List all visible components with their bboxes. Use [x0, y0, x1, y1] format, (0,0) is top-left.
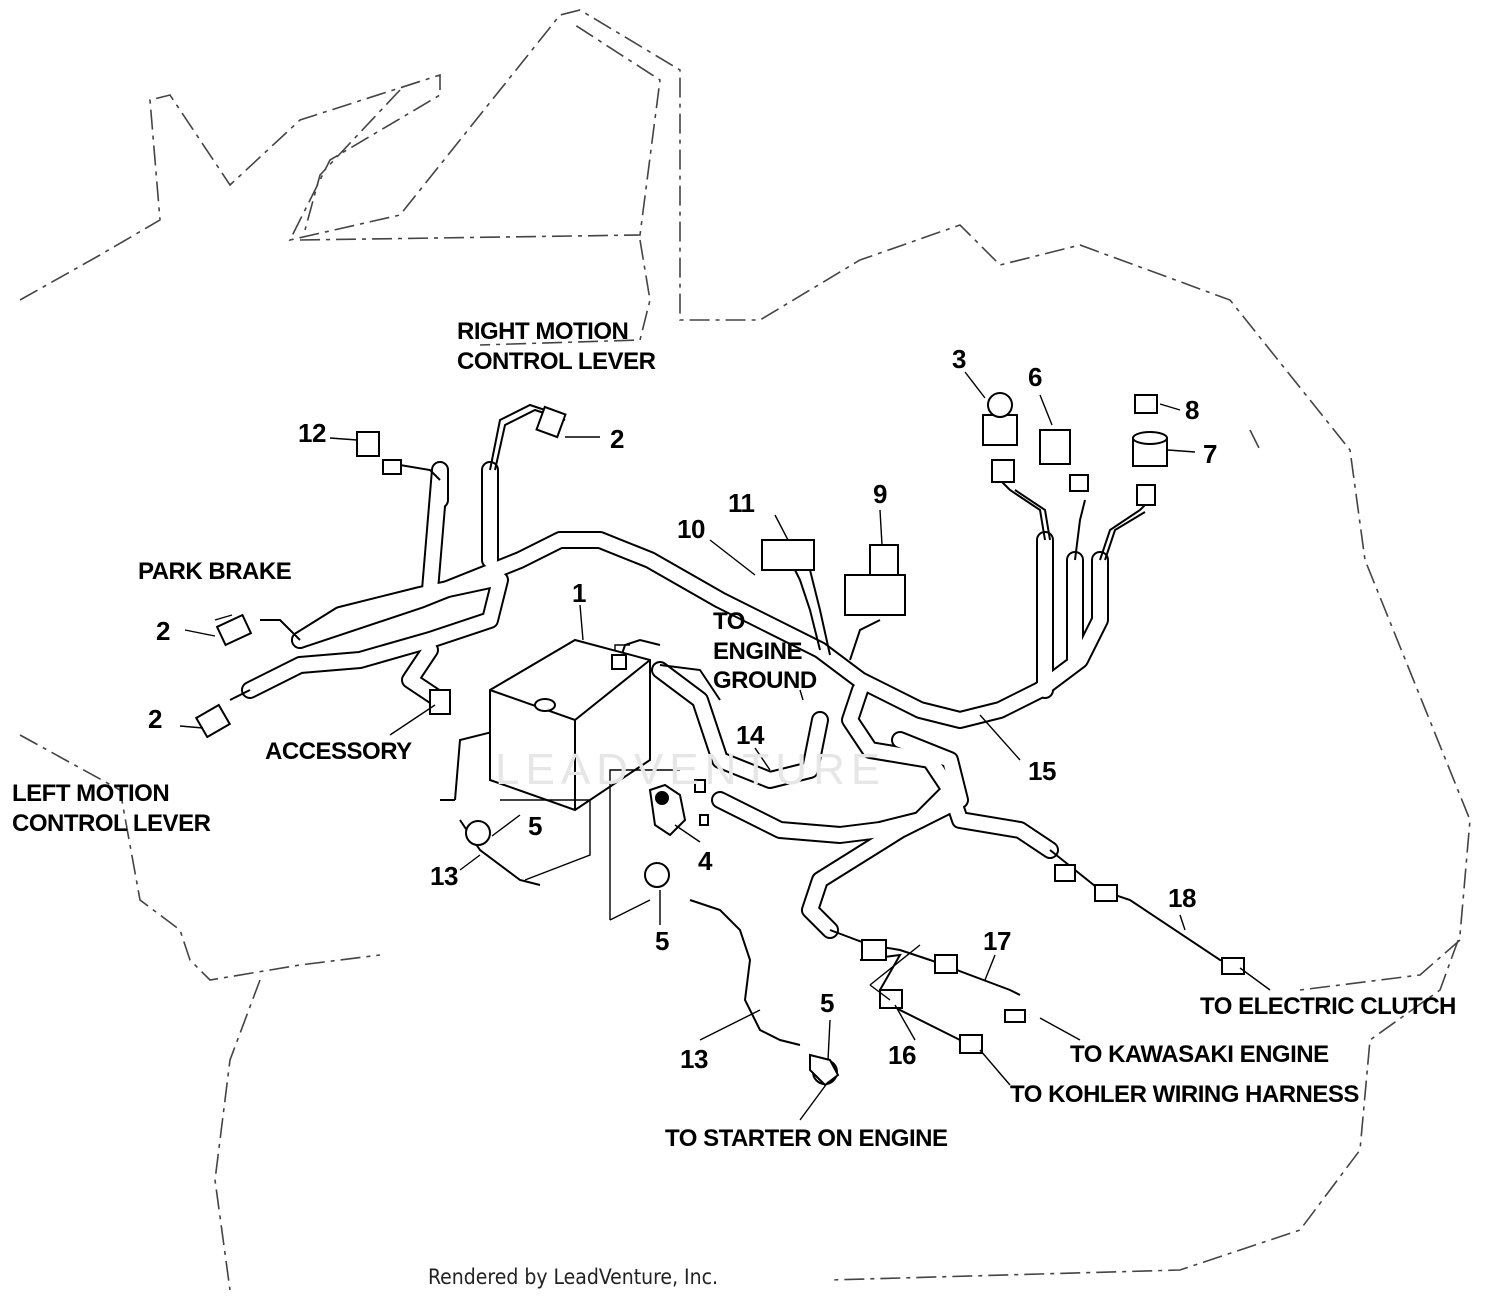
to-electric-clutch-label: TO ELECTRIC CLUTCH [1200, 993, 1456, 1020]
callout-16: 16 [888, 1040, 916, 1070]
callout-11: 11 [728, 488, 755, 518]
callout-5-starter: 5 [820, 988, 834, 1018]
render-credit: Rendered by LeadVenture, Inc. [428, 1265, 718, 1289]
callout-2-park-brake: 2 [156, 616, 170, 646]
callout-7: 7 [1203, 439, 1217, 469]
callout-1: 1 [572, 578, 586, 608]
frame-outline [19, 9, 1471, 1291]
callout-4: 4 [698, 846, 712, 876]
wiring-harness [241, 461, 1109, 939]
accessory-label: ACCESSORY [265, 738, 412, 765]
right-control-lever-label: CONTROL LEVER [457, 348, 656, 375]
watermark: LEADVENTURE [495, 745, 887, 794]
callout-5-battery: 5 [528, 811, 542, 841]
right-motion-label: RIGHT MOTION [457, 318, 629, 345]
leader-lines [179, 371, 1271, 1121]
engine-label: ENGINE [713, 638, 803, 665]
callout-3: 3 [952, 344, 966, 374]
callout-13-battery: 13 [430, 861, 458, 891]
callout-10: 10 [677, 514, 705, 544]
callout-6: 6 [1028, 362, 1042, 392]
connectors [194, 392, 1245, 1087]
callout-2-right-lever: 2 [610, 424, 624, 454]
callout-14: 14 [736, 720, 764, 750]
left-motion-label: LEFT MOTION [12, 780, 170, 807]
callout-18: 18 [1168, 883, 1196, 913]
callout-17: 17 [983, 926, 1011, 956]
ground-label: GROUND [713, 667, 817, 694]
callout-15: 15 [1028, 756, 1056, 786]
callout-12: 12 [298, 418, 326, 448]
to-kohler-wiring-harness-label: TO KOHLER WIRING HARNESS [1010, 1081, 1359, 1108]
callout-5-solenoid: 5 [655, 926, 669, 956]
callout-13-starter: 13 [680, 1044, 708, 1074]
to-kawasaki-engine-label: TO KAWASAKI ENGINE [1070, 1041, 1329, 1068]
callout-9: 9 [873, 479, 887, 509]
left-control-lever-label: CONTROL LEVER [12, 810, 211, 837]
battery [489, 638, 651, 812]
to-label: TO [713, 608, 745, 635]
callout-2-left-lever: 2 [148, 704, 162, 734]
callout-8: 8 [1185, 395, 1199, 425]
park-brake-label: PARK BRAKE [138, 558, 292, 585]
solenoid [648, 779, 709, 837]
to-starter-on-engine-label: TO STARTER ON ENGINE [665, 1125, 948, 1152]
